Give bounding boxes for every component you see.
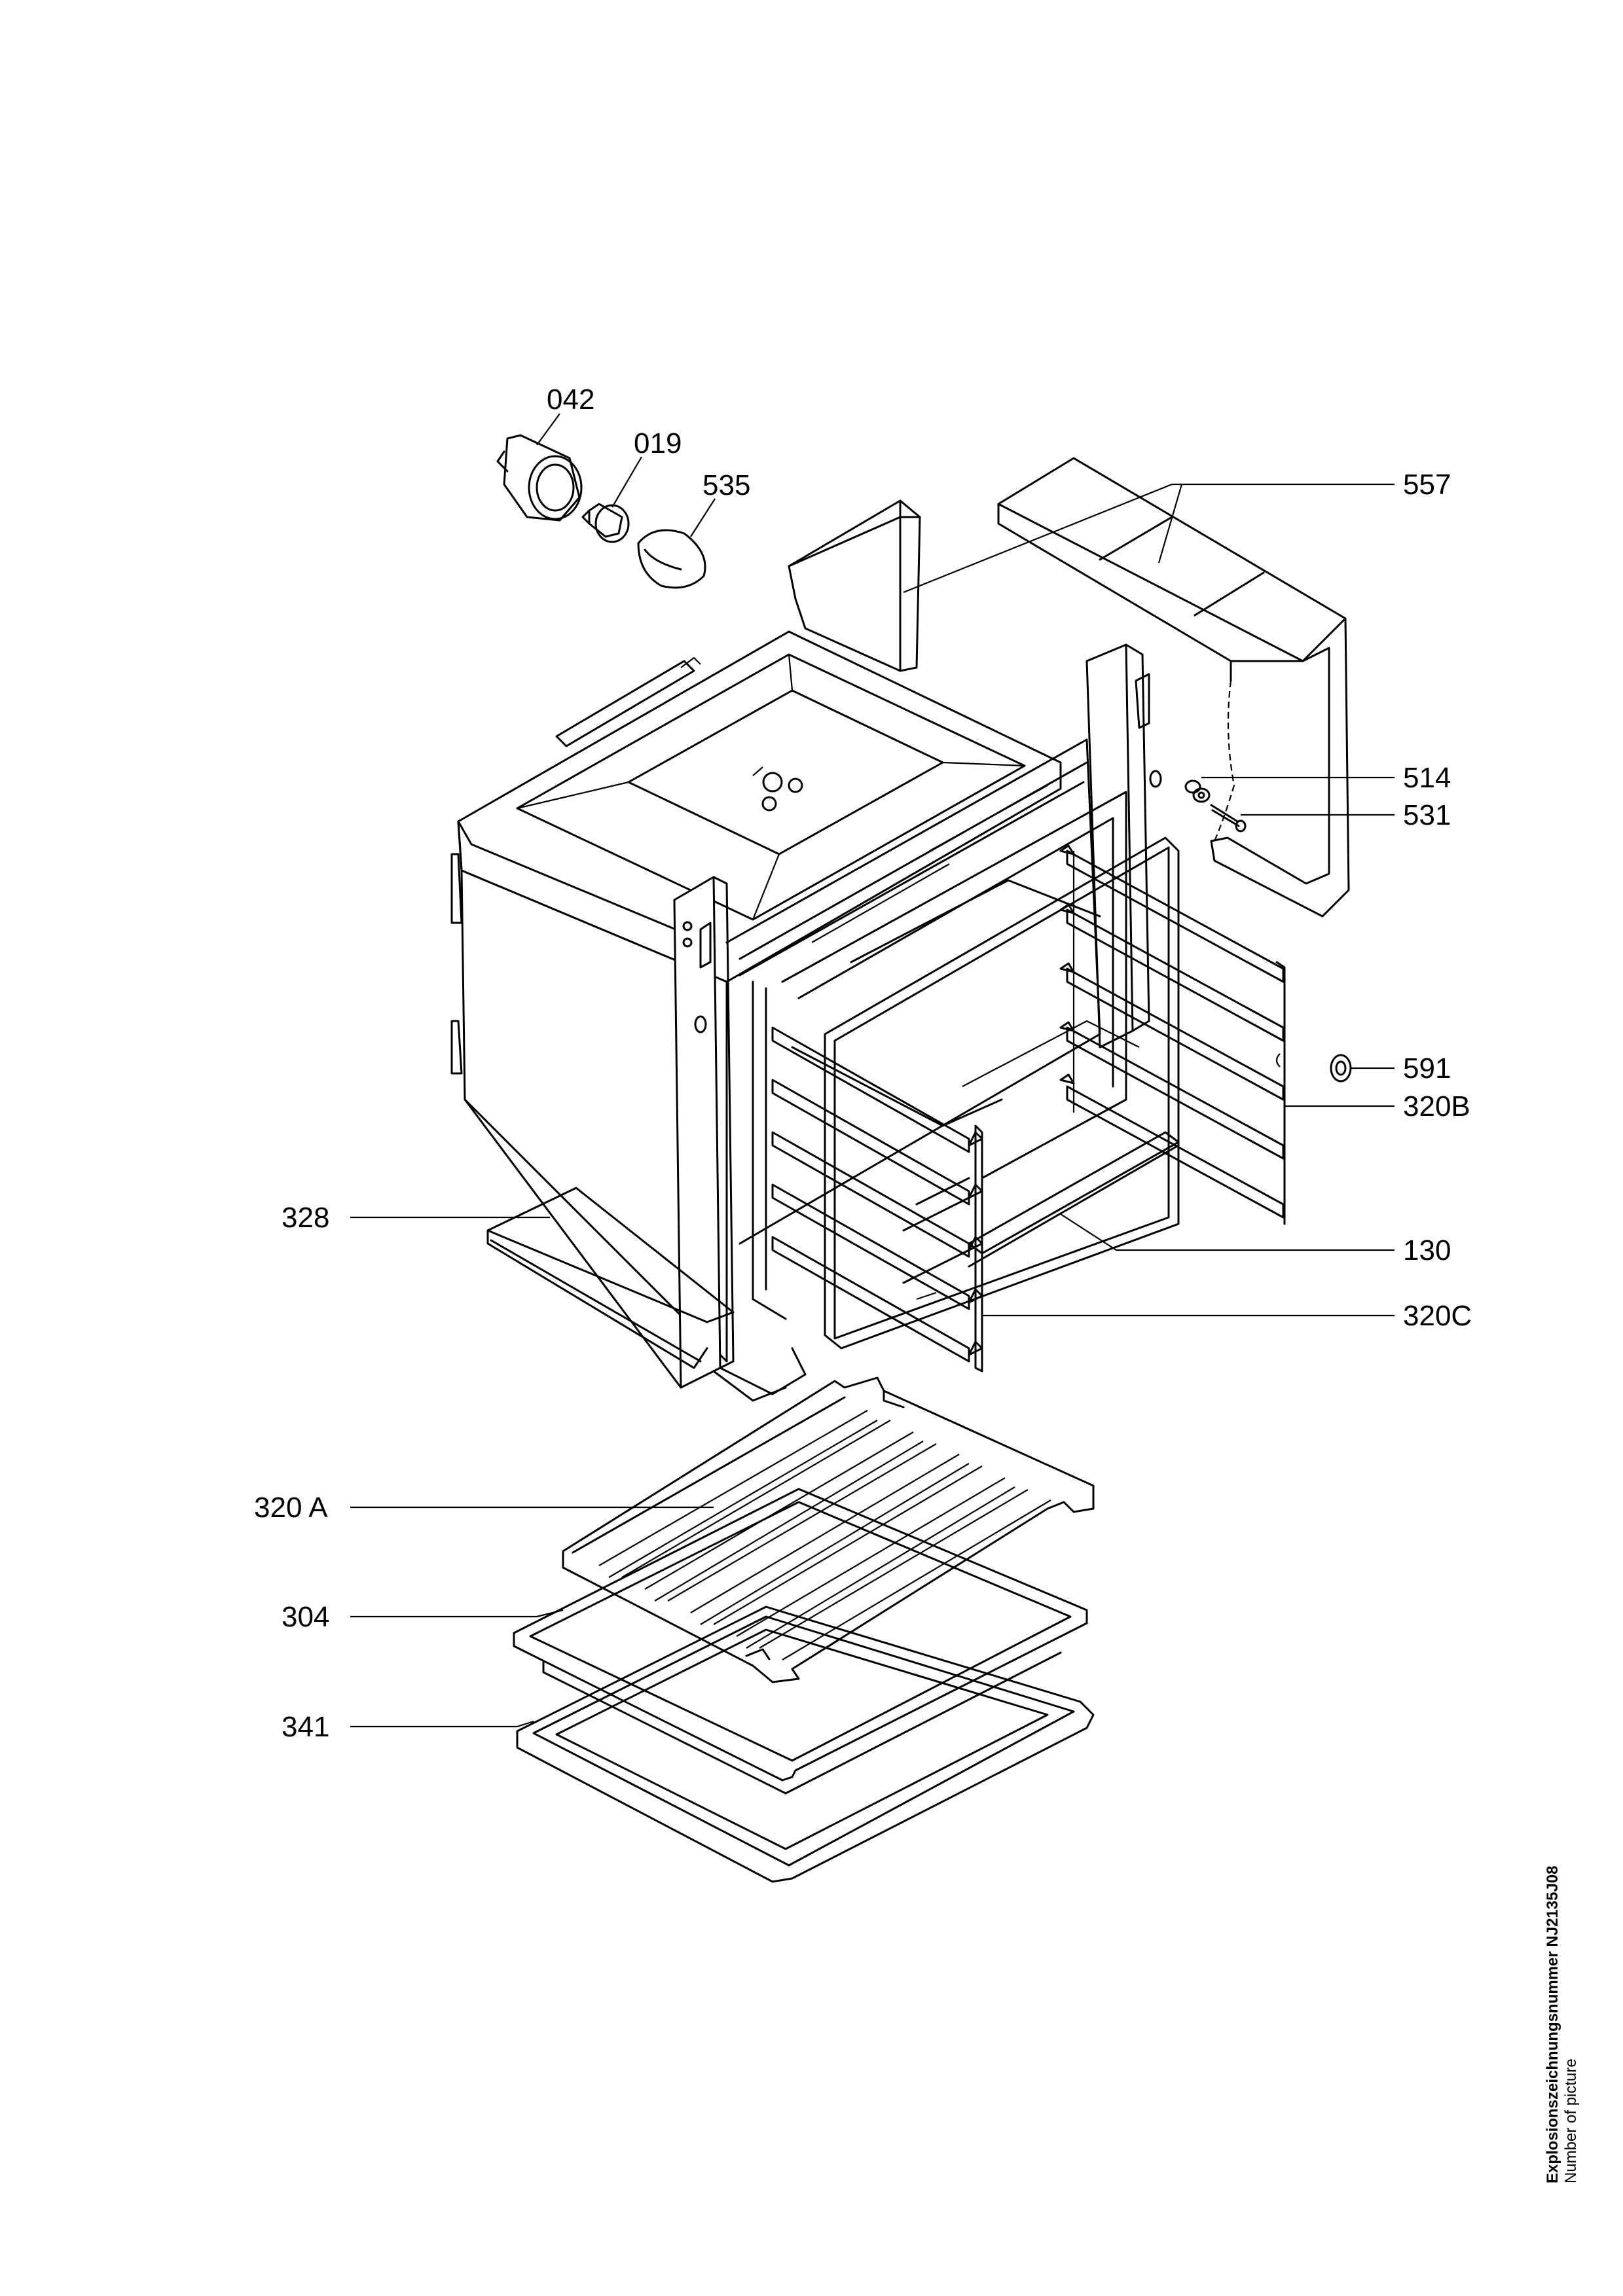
number-of-picture-caption: Number of picture — [1562, 2058, 1580, 2183]
lamp-holder-part — [496, 434, 583, 522]
label-557: 557 — [1403, 469, 1451, 501]
label-535: 535 — [702, 469, 750, 501]
label-531: 531 — [1403, 799, 1451, 831]
leader-019 — [611, 456, 642, 508]
leader-042 — [536, 413, 560, 446]
label-019: 019 — [634, 427, 682, 459]
label-320b: 320B — [1403, 1090, 1470, 1122]
shelf-guide-right — [1059, 844, 1286, 1225]
drawing-number: Explosionszeichnungsnummer NJ2135J08 — [1544, 1865, 1561, 2183]
label-514: 514 — [1403, 762, 1451, 794]
insulation-block-left — [788, 499, 921, 672]
drawing-number-caption: Explosionszeichnungsnummer NJ2135J08 Num… — [1544, 1865, 1580, 2183]
baking-tray-304 — [513, 1488, 1088, 1795]
leader-304 — [350, 1609, 564, 1618]
label-320a: 320 A — [254, 1492, 328, 1524]
shelf-guide-left — [771, 1026, 983, 1372]
oven-rack-320a — [562, 1376, 1095, 1683]
insulation-block-frame — [997, 457, 1350, 918]
label-042: 042 — [547, 384, 594, 416]
leader-341 — [350, 1720, 534, 1728]
label-130: 130 — [1403, 1234, 1451, 1266]
bottom-plate-328 — [486, 1187, 735, 1369]
label-328: 328 — [282, 1202, 329, 1234]
lamp-bulb-part — [581, 503, 630, 543]
washer-591-part — [1330, 1054, 1352, 1083]
leader-557-a — [903, 483, 1173, 594]
leader-557-b — [1158, 484, 1183, 564]
oven-cavity-body — [450, 630, 1180, 1402]
label-320c: 320C — [1403, 1300, 1472, 1332]
screw-514-part — [1184, 780, 1211, 803]
label-304: 304 — [282, 1601, 329, 1633]
leader-130 — [1060, 1213, 1395, 1251]
label-591: 591 — [1403, 1052, 1451, 1085]
lamp-cover-part — [637, 529, 706, 589]
label-341: 341 — [282, 1711, 329, 1743]
screw-531-part — [1210, 804, 1247, 833]
shelf-wire-frame — [824, 836, 1180, 1350]
leader-535 — [690, 498, 716, 537]
leader-lines — [350, 413, 1395, 1728]
frame-341 — [516, 1605, 1095, 1883]
